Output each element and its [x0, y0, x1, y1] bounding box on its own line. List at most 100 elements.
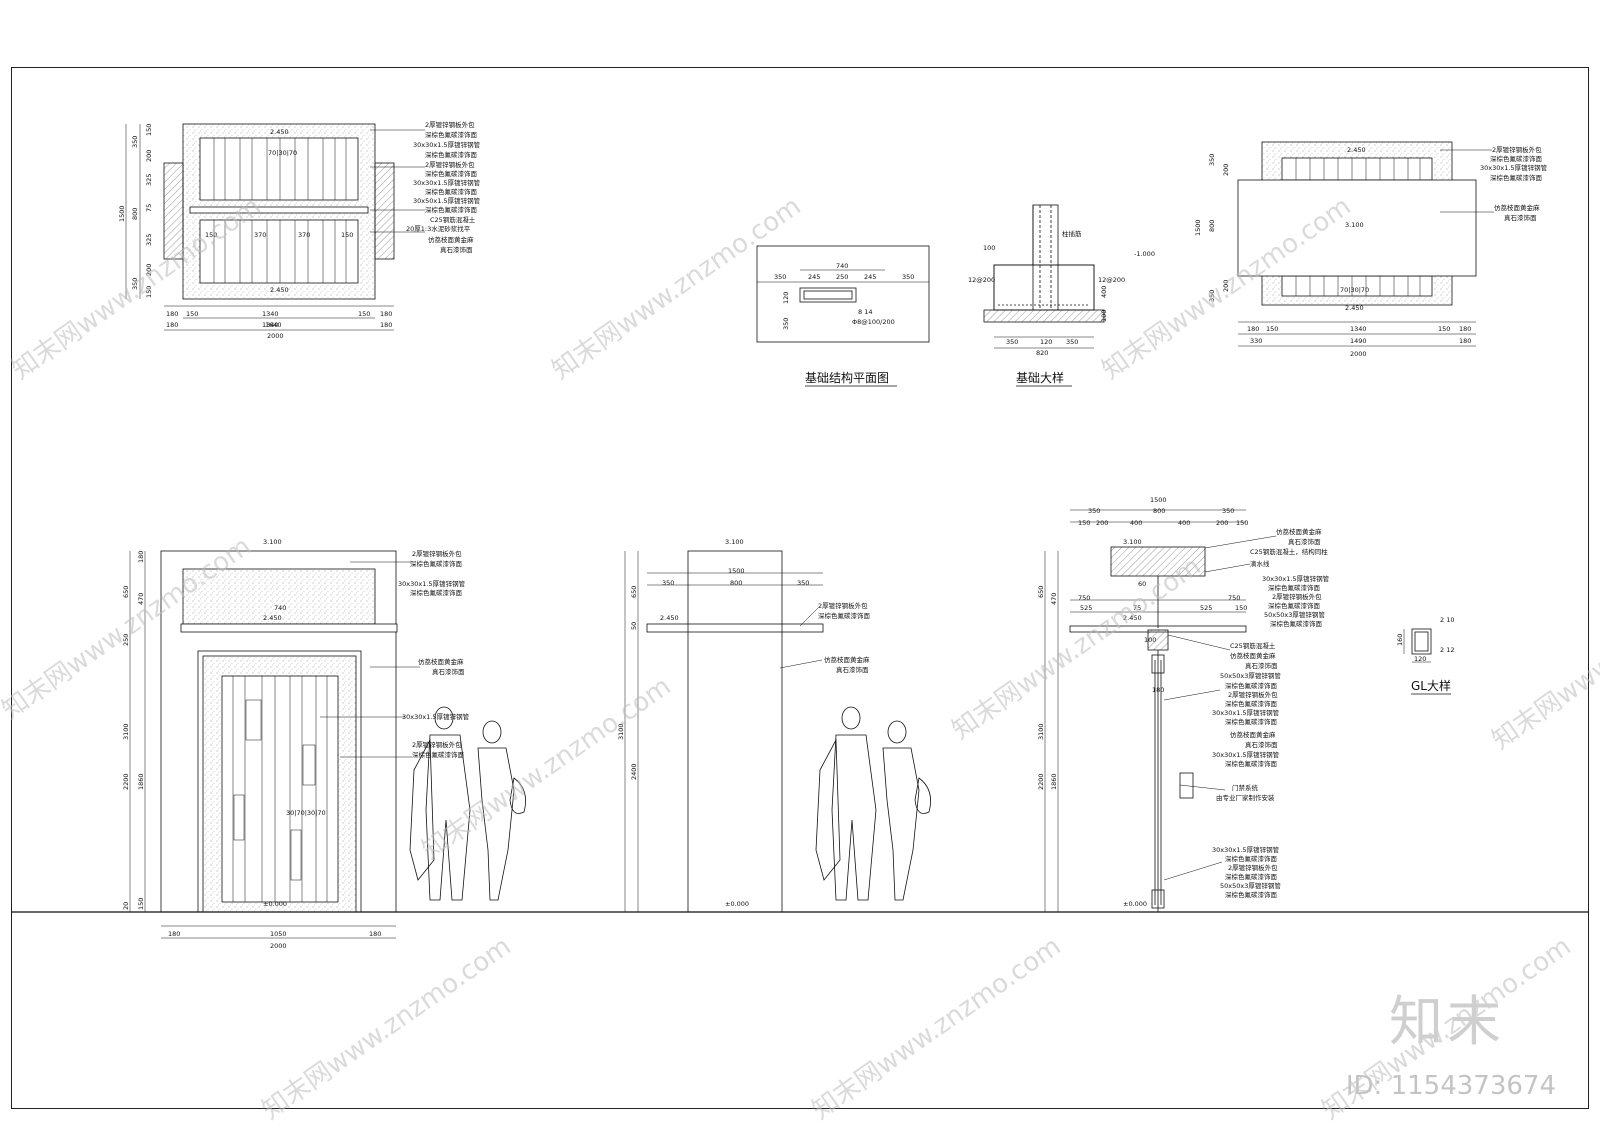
- dim-text: 150: [137, 898, 145, 910]
- level-3100: 3.100: [1345, 221, 1364, 229]
- dim-text: 350: [1208, 290, 1216, 302]
- level-2450: 2.450: [1123, 614, 1142, 622]
- callout: C25钢筋混凝土，结构同柱: [1250, 547, 1328, 556]
- dim-text: 30|70|30|70: [286, 809, 326, 817]
- callout: 由专业厂家制作安装: [1216, 793, 1275, 802]
- dim-text: 60: [1138, 580, 1146, 588]
- plan-top-left: [125, 123, 395, 331]
- dim-text: 1340: [262, 310, 279, 318]
- dim-text: 250: [836, 273, 848, 281]
- drawing-frame: [11, 67, 1589, 1109]
- dim-text: 1490: [1350, 337, 1367, 345]
- dim-text: 100: [1144, 636, 1156, 644]
- dim-text: 180: [168, 930, 180, 938]
- dim-text: 470: [137, 593, 145, 605]
- dim-text: 350: [782, 318, 790, 330]
- rebar-label: 12@200: [1098, 276, 1125, 284]
- callout: 30x30x1.5厚镀锌钢管: [1212, 750, 1280, 759]
- people-figure-2: [815, 706, 932, 901]
- title-foundation-detail: 基础大样: [1016, 370, 1064, 385]
- dim-text: 120: [1040, 338, 1052, 346]
- callout: 50x50x3厚镀锌钢管: [1264, 610, 1325, 619]
- dim-text: 650: [122, 586, 130, 598]
- dim-text: 75: [145, 204, 153, 212]
- dim-text: 800: [131, 208, 139, 220]
- dim-text: 120: [782, 292, 790, 304]
- elevation-section: [1044, 509, 1247, 912]
- brand-watermark: 知末: [1389, 990, 1505, 1053]
- callout: 深棕色氟碳漆饰面: [1225, 759, 1278, 768]
- level-0: ±0.000: [1123, 900, 1147, 908]
- dim-text: 1640: [265, 321, 282, 329]
- dim-text: 470: [1050, 593, 1058, 605]
- callout: 深棕色氟碳漆饰面: [818, 611, 871, 620]
- dim-text: 245: [808, 273, 820, 281]
- callout: 仿荔枝面黄金麻: [1230, 730, 1276, 739]
- dim-text: 350: [1088, 507, 1100, 515]
- callout: 深棕色氟碳漆饰面: [425, 150, 478, 159]
- callout: 深棕色氟碳漆饰面: [1225, 681, 1278, 690]
- dim-text: 1500: [1194, 219, 1202, 236]
- callout: 真石漆饰面: [1245, 661, 1278, 670]
- dim-text: 400: [1130, 519, 1142, 527]
- dim-text: 800: [1153, 507, 1165, 515]
- svg-text:知末网www.znzmo.com: 知末网www.znzmo.com: [257, 931, 517, 1125]
- elev3-callouts: 仿荔枝面黄金麻 真石漆饰面 C25钢筋混凝土，结构同柱 滴水线 30x30x1.…: [1163, 527, 1330, 899]
- dim-text: 400: [1178, 519, 1190, 527]
- dim-text: 150: [145, 124, 153, 136]
- dim-text: 150: [1235, 604, 1247, 612]
- callout: 深棕色氟碳漆饰面: [425, 187, 478, 196]
- callout: 真石漆饰面: [440, 245, 473, 254]
- dim-text: 180: [380, 321, 392, 329]
- level-2450: 2.450: [270, 128, 289, 136]
- dim-text: 650: [1037, 586, 1045, 598]
- callout: 30x30x1.5厚镀锌钢管: [1480, 163, 1548, 172]
- dim-text: 150: [1236, 519, 1248, 527]
- callout: 仿荔枝面黄金麻: [1494, 203, 1540, 212]
- callout: 深棕色氟碳漆饰面: [425, 205, 478, 214]
- rebar-label: 12@200: [968, 276, 995, 284]
- dim-text: 525: [1080, 604, 1092, 612]
- callout: 2厚镀锌钢板外包: [425, 120, 475, 129]
- callout: 深棕色氟碳漆饰面: [1268, 583, 1321, 592]
- dim-text: 1050: [270, 930, 287, 938]
- foundation-plan: [756, 245, 930, 343]
- people-figure-1: [409, 706, 527, 901]
- dim-text: 20: [122, 902, 130, 910]
- callout: 2厚镀锌钢板外包: [425, 160, 475, 169]
- callout: 2厚镀锌钢板外包: [412, 740, 462, 749]
- callout: 2厚镀锌钢板外包: [1272, 592, 1322, 601]
- dim-text: 180: [1459, 337, 1471, 345]
- dim-text: 350: [797, 579, 809, 587]
- rebar-label: 2 12: [1440, 646, 1454, 654]
- dim-text: 180: [1459, 325, 1471, 333]
- dim-text: 350: [662, 579, 674, 587]
- dim-text: 740: [836, 262, 848, 270]
- callout: 深棕色氟碳漆饰面: [1490, 154, 1543, 163]
- dim-text: 180: [1152, 686, 1164, 694]
- dim-text: 180: [166, 310, 178, 318]
- dim-text: 350: [1006, 338, 1018, 346]
- callout: 柱插筋: [1062, 229, 1082, 238]
- title-gl-detail: GL大样: [1411, 678, 1451, 693]
- dim-text: 350: [1208, 154, 1216, 166]
- dim-text: 1500: [728, 567, 745, 575]
- callout: 仿荔枝面黄金麻: [418, 657, 464, 666]
- rebar-label: 8 14: [858, 308, 872, 316]
- svg-text:知末网www.znzmo.com: 知末网www.znzmo.com: [1487, 561, 1600, 755]
- dim-text: 750: [1228, 594, 1240, 602]
- callout: 深棕色氟碳漆饰面: [1225, 717, 1278, 726]
- callout: 深棕色氟碳漆饰面: [1225, 854, 1278, 863]
- dim-text: 740: [274, 604, 286, 612]
- callout: 深棕色氟碳漆饰面: [1225, 872, 1278, 881]
- dim-text: 370: [254, 231, 266, 239]
- dim-text: 650: [630, 586, 638, 598]
- callout: 深棕色氟碳漆饰面: [1225, 890, 1278, 899]
- dim-text: 150: [1078, 519, 1090, 527]
- dim-text: 200: [1222, 164, 1230, 176]
- callout: 深棕色氟碳漆饰面: [425, 130, 478, 139]
- callout: 仿荔枝面黄金麻: [824, 655, 870, 664]
- callout: 深棕色氟碳漆饰面: [1268, 601, 1321, 610]
- dim-text: 370: [298, 231, 310, 239]
